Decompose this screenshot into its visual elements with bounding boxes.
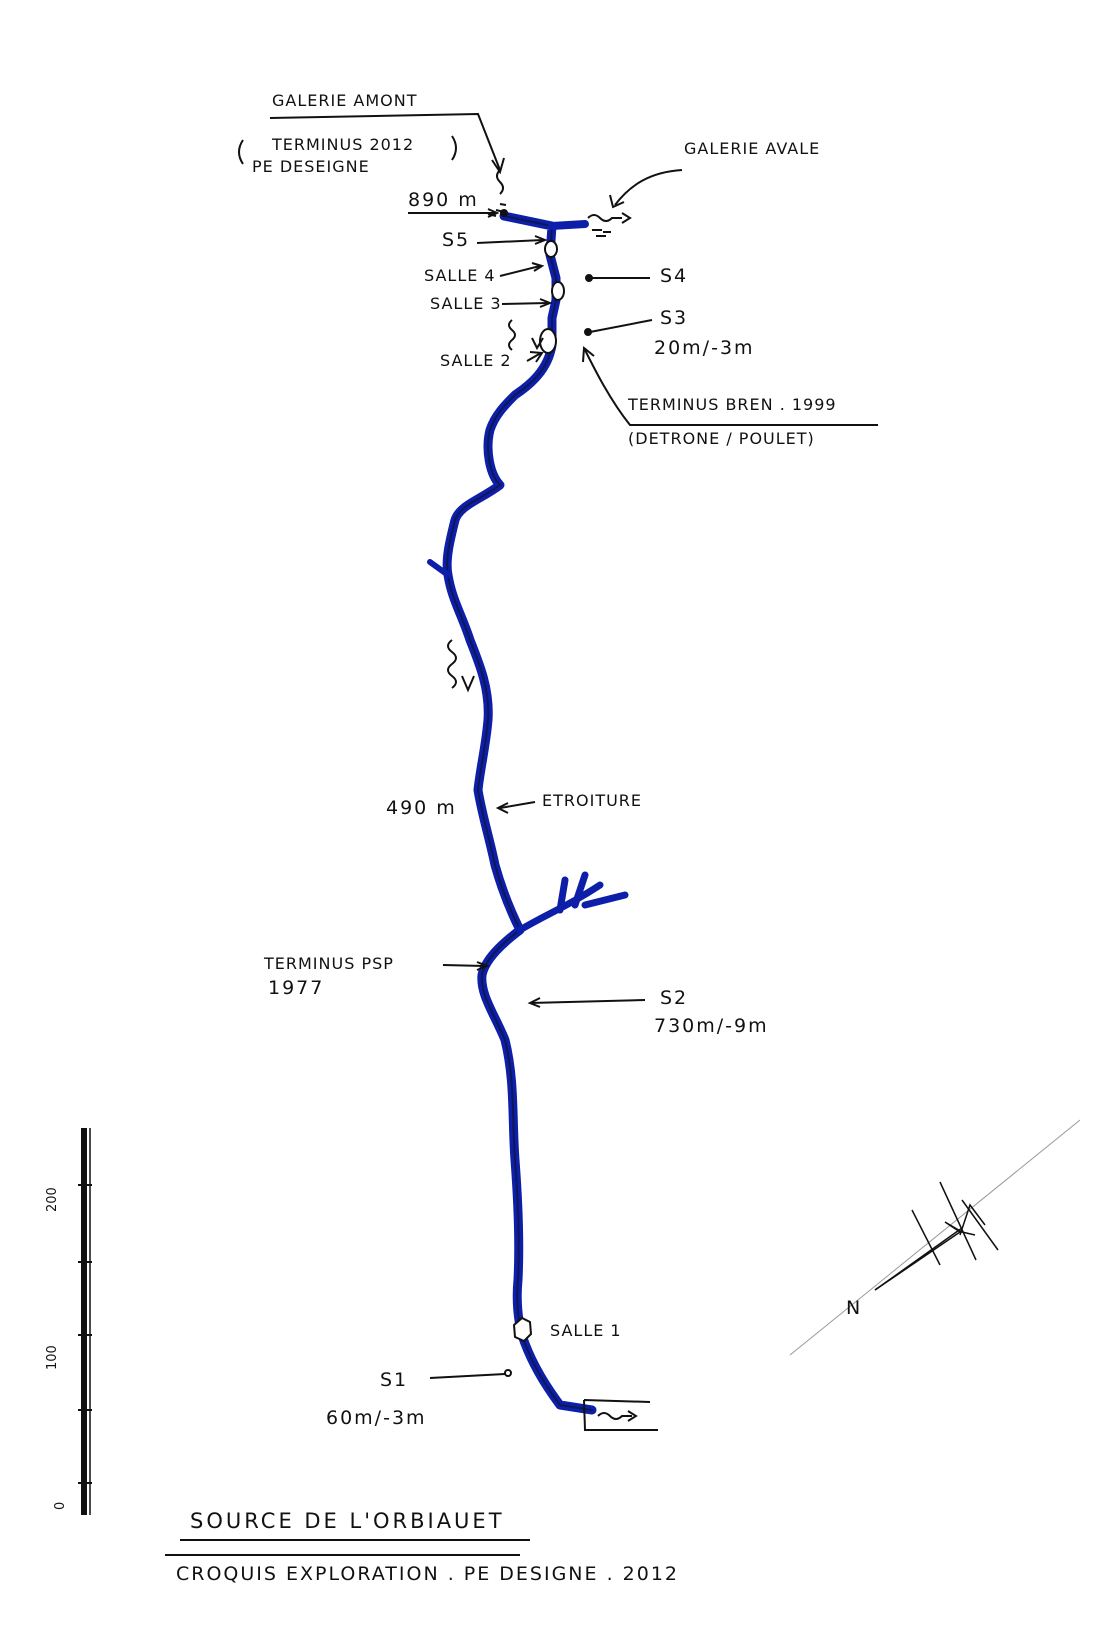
terminus-psp-label: TERMINUS PSP bbox=[264, 954, 394, 973]
north-label: N bbox=[846, 1297, 863, 1319]
galerie-aval-label: GALERIE AVALE bbox=[684, 139, 821, 158]
s1-dims-label: 60m/-3m bbox=[326, 1407, 427, 1429]
salle-3-label: SALLE 3 bbox=[430, 294, 502, 313]
north-arrow bbox=[789, 1119, 1081, 1356]
etroiture-label: ETROITURE bbox=[542, 791, 643, 810]
distance-490-label: 490 m bbox=[386, 797, 457, 819]
salle-4-label: SALLE 4 bbox=[424, 266, 496, 285]
title-underline bbox=[165, 1539, 530, 1556]
salle-1-room bbox=[512, 1316, 533, 1343]
water-flow-out bbox=[597, 1412, 632, 1420]
scale-bar bbox=[78, 1128, 92, 1515]
scale-tick-200: 200 bbox=[45, 1187, 60, 1212]
distance-890-label: 890 m bbox=[408, 189, 479, 211]
terminus-2012-label: TERMINUS 2012 bbox=[272, 135, 415, 154]
cave-side-branch bbox=[516, 871, 629, 934]
cave-side-stub bbox=[427, 559, 451, 578]
s3-dims-label: 20m/-3m bbox=[654, 337, 755, 359]
terminus-2012-dot bbox=[500, 209, 508, 217]
resurgence-box bbox=[583, 1399, 658, 1431]
terminus-2012-author-label: PE DESEIGNE bbox=[252, 157, 370, 176]
scale-tick-100: 100 bbox=[45, 1345, 60, 1370]
cave-top-branch bbox=[548, 220, 589, 230]
salle-4-room bbox=[544, 240, 558, 258]
salle-1-label: SALLE 1 bbox=[550, 1321, 622, 1340]
s2-dims-label: 730m/-9m bbox=[654, 1015, 769, 1037]
s3-label: S3 bbox=[660, 307, 689, 329]
galerie-amont-label: GALERIE AMONT bbox=[272, 91, 418, 110]
s1-label: S1 bbox=[380, 1369, 409, 1391]
s5-label: S5 bbox=[442, 229, 471, 251]
salle-2-label: SALLE 2 bbox=[440, 351, 512, 370]
salle-3-room bbox=[551, 281, 565, 301]
salle-2-room bbox=[539, 328, 557, 354]
terminus-bren-authors-label: (DETRONE / POULET) bbox=[628, 429, 815, 448]
scale-tick-0: 0 bbox=[53, 1501, 68, 1510]
galerie-aval-dashes bbox=[592, 229, 611, 237]
map-subtitle: CROQUIS EXPLORATION . PE DESIGNE . 2012 bbox=[176, 1563, 679, 1585]
cave-passage-outline bbox=[446, 215, 593, 1411]
terminus-bren-label: TERMINUS BREN . 1999 bbox=[628, 395, 837, 414]
annotation-leaders bbox=[238, 112, 878, 1379]
terminus-psp-year-label: 1977 bbox=[268, 977, 325, 999]
s4-label: S4 bbox=[660, 265, 689, 287]
s2-label: S2 bbox=[660, 987, 689, 1009]
map-title: SOURCE DE L'ORBIAUET bbox=[190, 1509, 505, 1533]
